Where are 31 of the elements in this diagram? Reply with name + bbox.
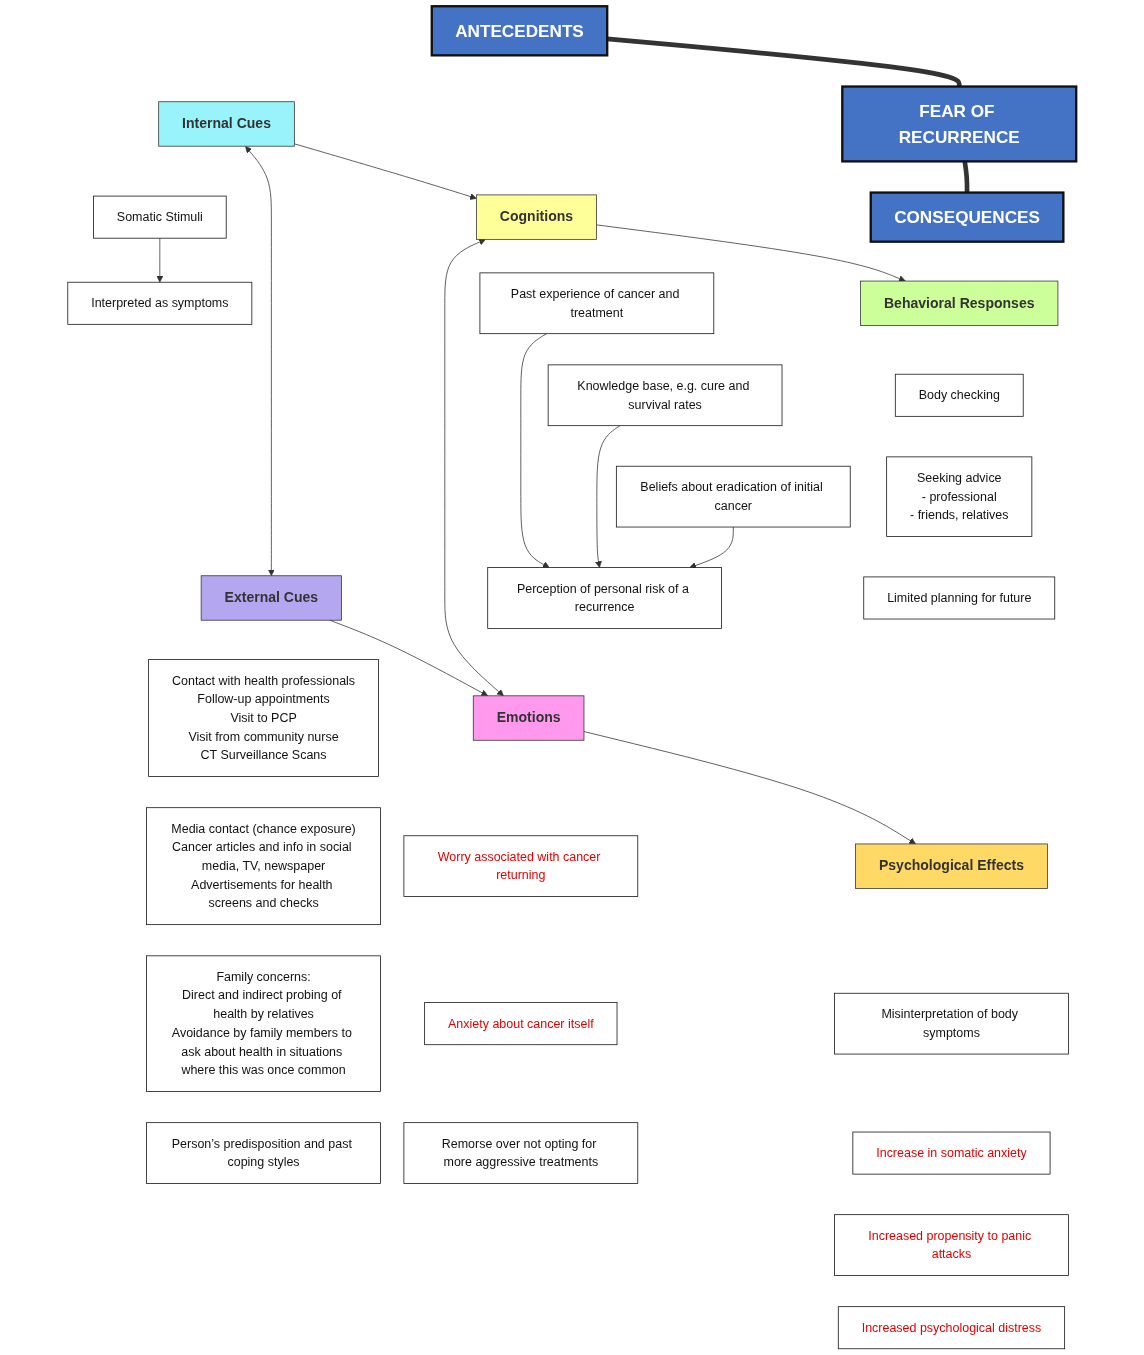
node-box: Emotions xyxy=(472,695,585,741)
node-box: Limited planning for future xyxy=(863,576,1056,620)
node-box: Increased propensity to panic attacks xyxy=(834,1214,1069,1276)
connector xyxy=(962,161,970,193)
node-box: Cognitions xyxy=(476,194,597,240)
node-box: Perception of personal risk of a recurrence xyxy=(487,567,722,629)
node-box: Increased psychological distress xyxy=(837,1306,1066,1350)
node-box: Person’s predisposition and past coping styles xyxy=(146,1122,381,1184)
node-box: Misinterpretation of body symptoms xyxy=(834,992,1069,1055)
node-box: Remorse over not opting for more aggressive treatments xyxy=(403,1122,639,1184)
node-box: Worry associated with cancer returning xyxy=(403,835,639,897)
node-box: Increase in somatic anxiety xyxy=(852,1131,1051,1175)
node-box: Psychological Effects xyxy=(855,843,1048,889)
node-box: Internal Cues xyxy=(158,101,295,147)
connector xyxy=(607,36,962,87)
node-box: Interpreted as symptoms xyxy=(67,281,253,325)
node-box: Anxiety about cancer itself xyxy=(424,1002,618,1046)
node-box: Knowledge base, e.g. cure and survival rates xyxy=(547,364,783,427)
node-box: FEAR OF RECURRENCE xyxy=(841,85,1078,163)
node-box: Media contact (chance exposure) Cancer articles and info in social media, TV, newspaper Advertisements for health screens and checks xyxy=(146,807,381,926)
node-box: Contact with health professionals Follow-up appointments Visit to PCP Visit from community nurse CT Surveillance Scans xyxy=(148,659,379,777)
node-box: Somatic Stimuli xyxy=(93,195,227,239)
node-box: Family concerns: Direct and indirect probing of health by relatives Avoidance by family members to ask about health in situations where this was once common xyxy=(146,955,381,1092)
node-box: External Cues xyxy=(200,575,342,621)
node-box: Past experience of cancer and treatment xyxy=(479,272,715,335)
node-box: Seeking advice - professional - friends, relatives xyxy=(886,456,1033,537)
node-box: ANTECEDENTS xyxy=(430,5,609,57)
node-box: Behavioral Responses xyxy=(860,280,1059,326)
node-box: Body checking xyxy=(894,373,1024,417)
node-box: Beliefs about eradication of initial cancer xyxy=(615,465,851,528)
node-box: CONSEQUENCES xyxy=(869,191,1065,243)
